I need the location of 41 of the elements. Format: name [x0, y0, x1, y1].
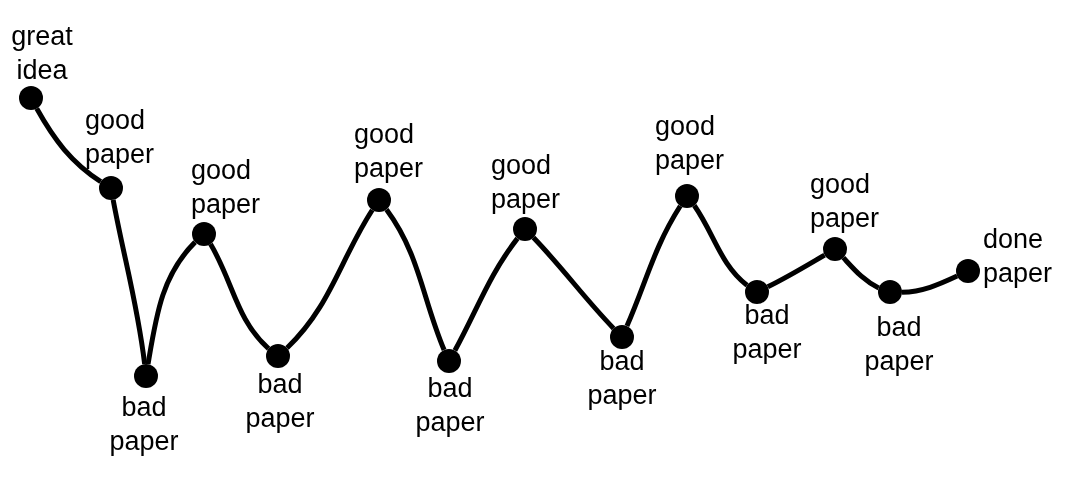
- dot: [675, 184, 699, 208]
- curved-line: [766, 252, 826, 290]
- node-label: done paper: [983, 223, 1053, 290]
- dot: [134, 364, 158, 388]
- node-label: good paper: [85, 104, 155, 171]
- curved-line: [841, 255, 880, 291]
- curved-line: [692, 204, 749, 288]
- dot: [19, 86, 43, 110]
- curved-line: [531, 235, 616, 331]
- dot: [745, 280, 769, 304]
- dot: [823, 237, 847, 261]
- node-label: bad paper: [587, 345, 657, 412]
- dot: [192, 222, 216, 246]
- curved-line: [452, 236, 520, 352]
- node-label: bad paper: [732, 299, 802, 366]
- node-label: bad paper: [245, 368, 315, 435]
- curved-line: [208, 242, 271, 351]
- dot: [878, 280, 902, 304]
- dot: [437, 349, 461, 373]
- node-label: good paper: [491, 149, 561, 216]
- dot: [956, 259, 980, 283]
- node-label: good paper: [354, 118, 424, 185]
- dot: [99, 176, 123, 200]
- curved-line: [624, 204, 683, 328]
- node-label: good paper: [655, 110, 725, 177]
- node-label: great idea: [11, 20, 73, 87]
- dot: [610, 325, 634, 349]
- curved-line: [285, 208, 375, 350]
- node-label: bad paper: [864, 311, 934, 378]
- dot: [513, 217, 537, 241]
- curved-line: [145, 240, 197, 365]
- node-label: good paper: [810, 168, 880, 235]
- curved-line: [384, 208, 447, 351]
- node-label: bad paper: [415, 372, 485, 439]
- curved-line: [34, 107, 103, 184]
- curved-line: [901, 273, 959, 295]
- dot: [367, 188, 391, 212]
- node-label: bad paper: [109, 391, 179, 458]
- node-label: good paper: [191, 154, 261, 221]
- curved-line: [110, 199, 148, 365]
- dot: [266, 344, 290, 368]
